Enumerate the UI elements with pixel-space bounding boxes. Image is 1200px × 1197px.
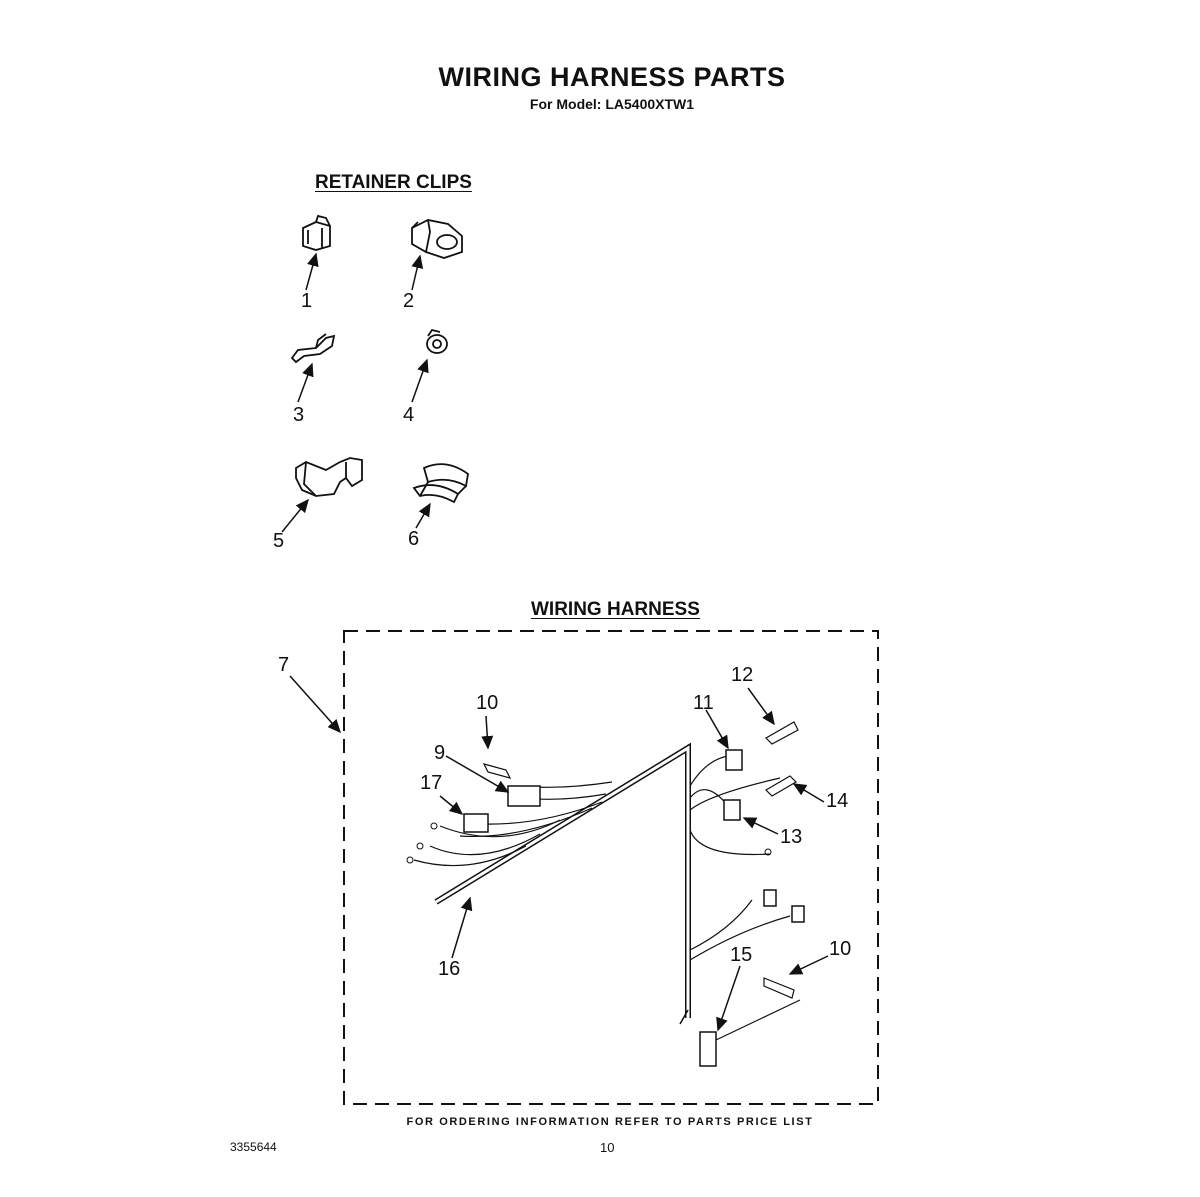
document-number: 3355644 [230,1140,277,1154]
ordering-note: FOR ORDERING INFORMATION REFER TO PARTS … [406,1116,814,1128]
callout-11: 11 [693,692,714,714]
callout-7: 7 [278,654,290,676]
callout-4: 4 [403,404,415,426]
retainer-clip-4 [426,328,448,354]
callout-17: 17 [420,772,443,794]
callout-13: 13 [780,826,803,848]
callout-3: 3 [293,404,305,426]
callout-10-bottom: 10 [829,938,852,960]
arrow-7 [289,675,341,734]
arrow-14 [792,783,825,803]
arrow-4 [411,358,429,403]
callout-12: 12 [731,664,754,686]
callout-5: 5 [273,530,285,552]
arrow-16 [451,896,473,959]
retainer-clips-heading: RETAINER CLIPS [315,172,472,193]
arrow-12 [747,687,775,726]
arrow-17 [439,795,464,815]
callout-2: 2 [403,290,415,312]
page-number: 10 [600,1140,615,1155]
arrow-1 [305,252,319,291]
page-title: WIRING HARNESS PARTS [438,62,786,92]
callout-9: 9 [434,742,446,764]
arrow-6 [415,502,431,529]
arrow-11 [705,709,729,750]
arrow-9 [445,755,510,793]
harness-frame [343,630,879,1105]
wiring-harness-heading: WIRING HARNESS [531,599,700,620]
arrow-10b [788,955,829,975]
arrow-3 [297,362,314,403]
callout-16: 16 [438,958,461,980]
arrow-15 [716,965,741,1032]
callout-15: 15 [730,944,753,966]
callout-10-top: 10 [476,692,499,714]
callout-1: 1 [301,290,313,312]
wiring-harness-bundle [406,721,805,1067]
retainer-clip-6 [412,463,469,504]
callout-14: 14 [826,790,849,812]
retainer-clip-2 [411,219,463,259]
callout-6: 6 [408,528,420,550]
arrow-2 [411,254,424,291]
retainer-clip-3 [290,333,336,364]
retainer-clip-1 [302,214,331,251]
arrow-5 [281,498,309,533]
model-subtitle: For Model: LA5400XTW1 [529,96,695,112]
arrow-13 [742,817,779,835]
retainer-clip-5 [295,457,363,497]
arrow-10a [481,715,494,750]
